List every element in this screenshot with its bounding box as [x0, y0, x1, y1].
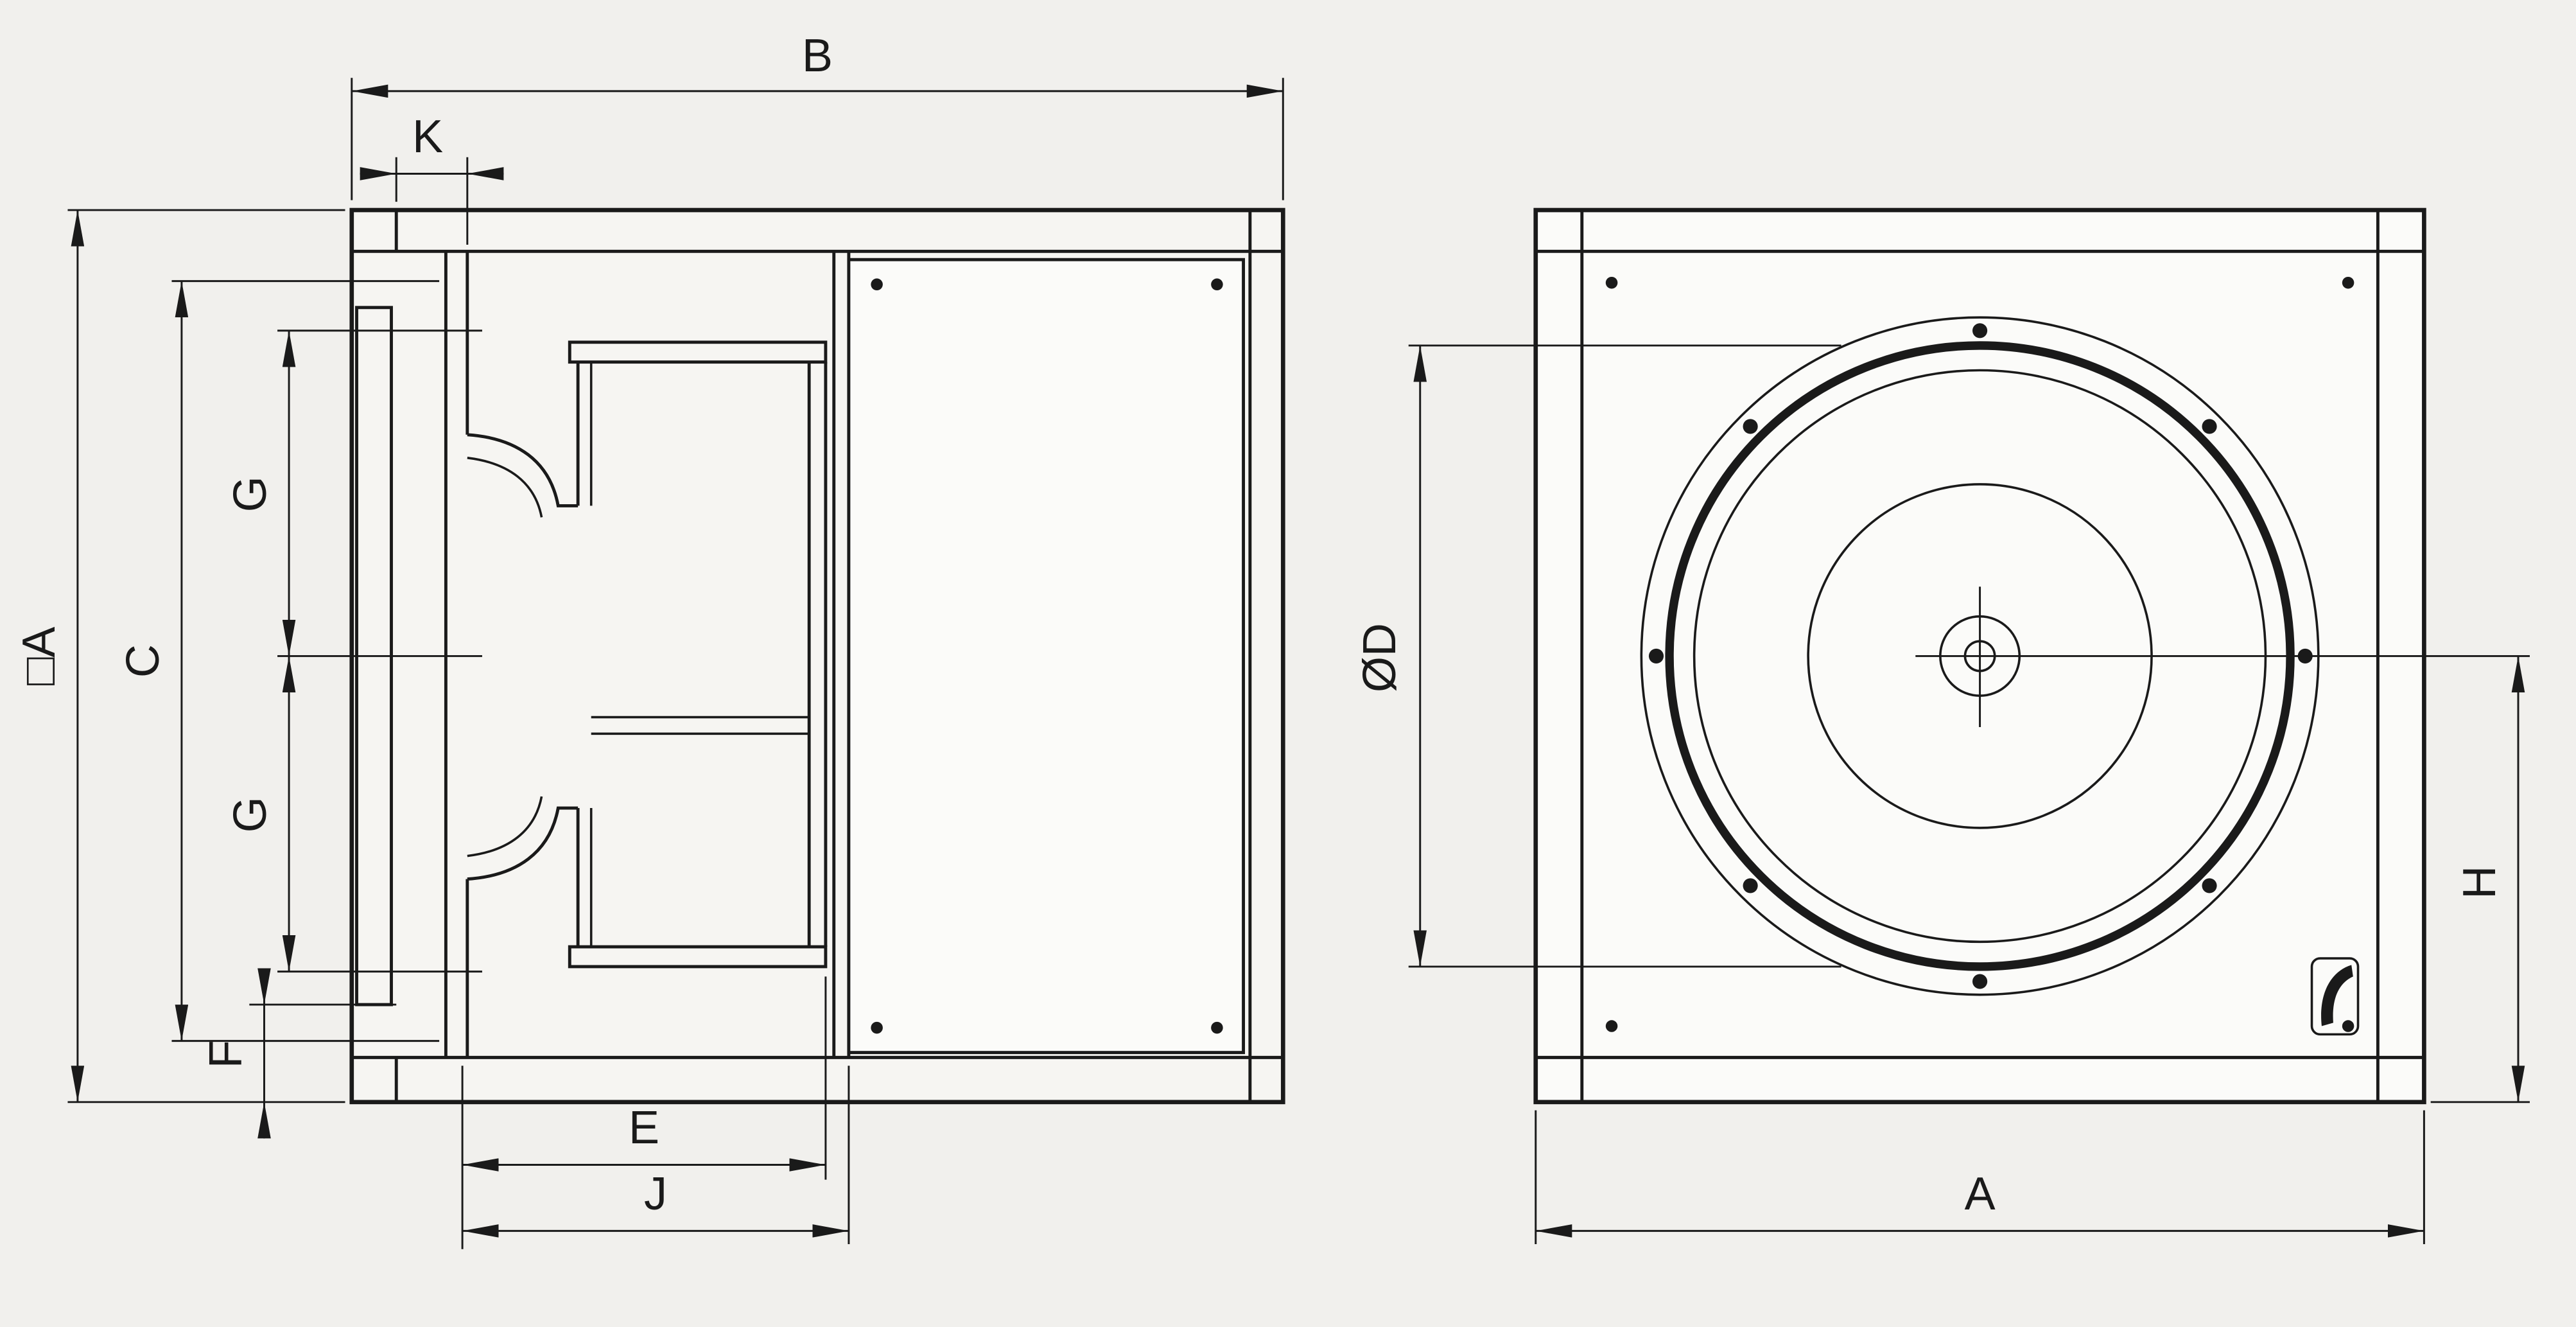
dim-label-H: H	[2454, 866, 2505, 899]
dim-label-E: E	[629, 1102, 659, 1154]
dimension-F: F	[200, 968, 397, 1139]
dimension-G-pair: G G	[225, 330, 482, 973]
dim-label-square-A: □A	[13, 627, 65, 686]
door-screw	[1211, 1021, 1223, 1034]
panel-screw	[2342, 1020, 2354, 1032]
dim-label-C: C	[117, 644, 169, 678]
dimension-J: J	[462, 1066, 850, 1244]
dimension-H: H	[1915, 655, 2530, 1103]
dim-label-A: A	[1965, 1168, 1996, 1220]
door-screw	[1211, 278, 1223, 291]
dim-label-G-bottom: G	[225, 796, 276, 832]
dimension-K: K	[360, 111, 504, 245]
front-view: ØD H A	[1354, 207, 2530, 1244]
dimension-square-A: □A	[13, 209, 345, 1103]
panel-screw	[1605, 276, 1618, 289]
door-screw	[871, 278, 883, 291]
dim-label-G-top: G	[225, 476, 276, 512]
inlet-wall-and-cone	[444, 251, 579, 1058]
dim-label-K: K	[412, 111, 443, 163]
side-view: B K □A C	[13, 30, 1285, 1249]
fan-rotation-icon	[2310, 957, 2360, 1036]
dimension-A: A	[1535, 1110, 2425, 1244]
dim-label-F: F	[200, 1040, 251, 1068]
dim-label-B: B	[802, 30, 833, 82]
access-door-panel	[847, 258, 1246, 1055]
dimension-C: C	[117, 280, 440, 1042]
panel-screw	[2342, 276, 2354, 289]
dimension-dia-D: ØD	[1354, 344, 1841, 968]
door-screw	[871, 1021, 883, 1034]
panel-screw	[1605, 1020, 1618, 1032]
dimension-B: B	[351, 30, 1284, 200]
impeller-assembly	[568, 340, 828, 969]
drawing-ink: B K □A C	[13, 30, 2530, 1249]
dimension-E: E	[461, 976, 827, 1249]
dim-label-J: J	[644, 1168, 667, 1220]
dim-label-dia-D: ØD	[1354, 623, 1405, 692]
